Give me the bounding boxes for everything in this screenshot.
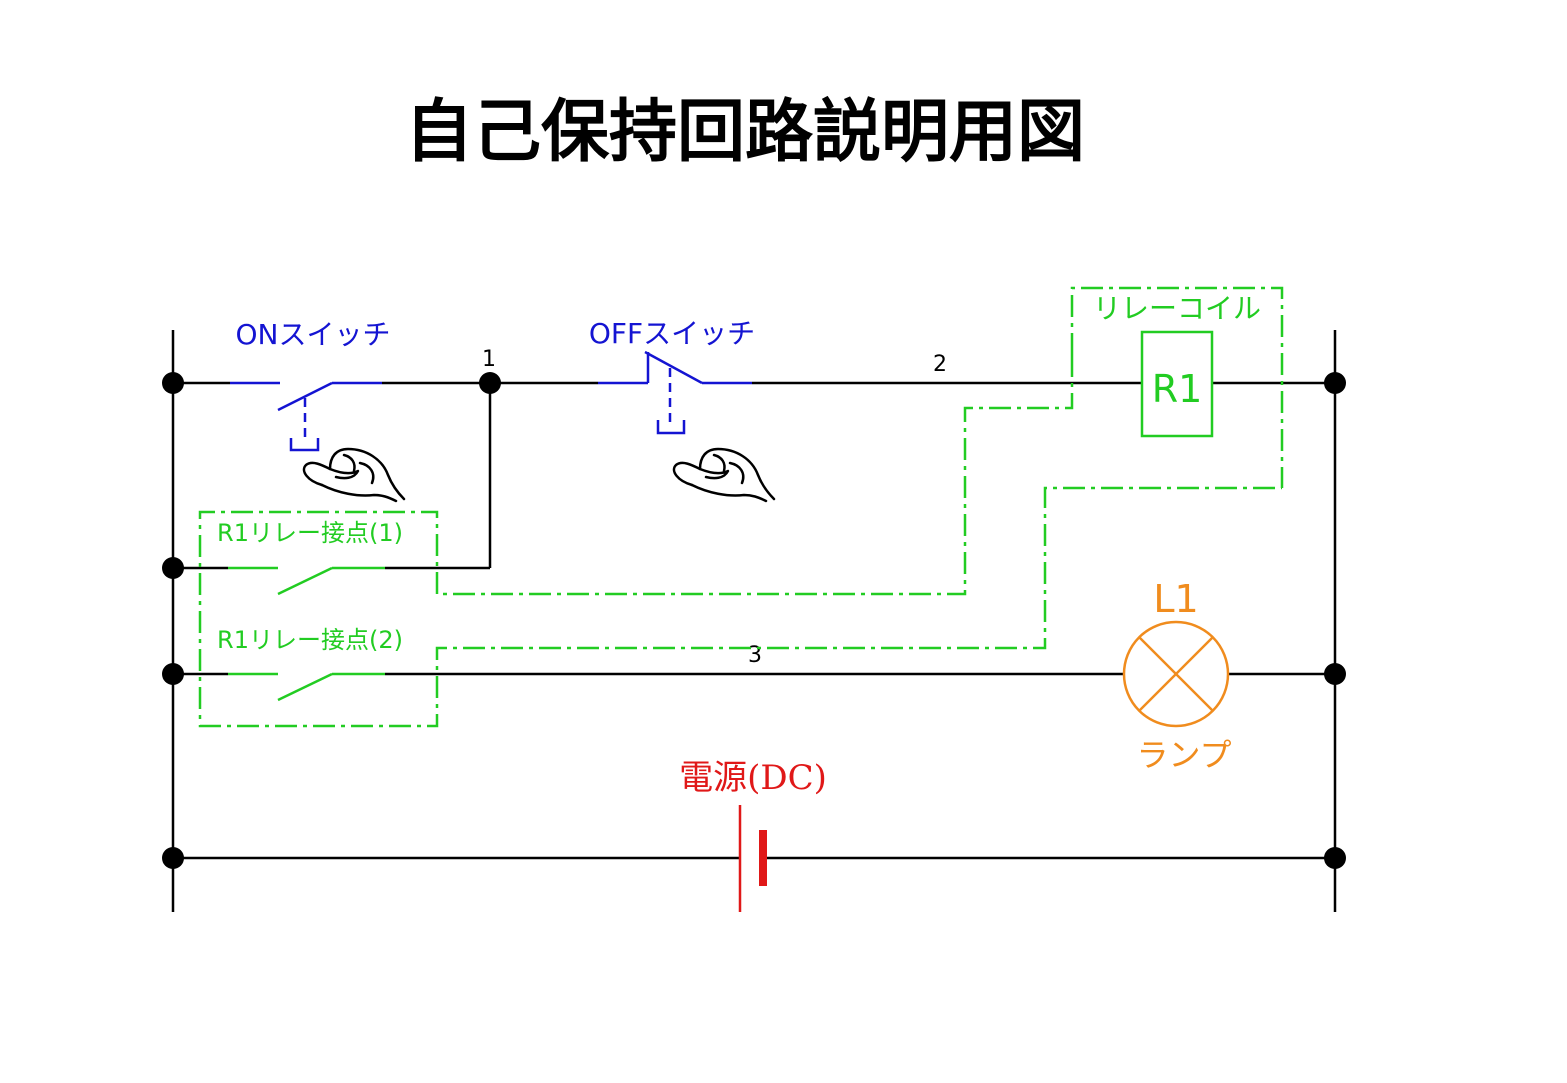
relay-coil bbox=[1140, 330, 1214, 438]
lamp-id: L1 bbox=[1153, 577, 1198, 621]
on-switch-label: ONスイッチ bbox=[236, 318, 391, 351]
on-switch[interactable] bbox=[230, 381, 382, 452]
relay-contact-2-label: R1リレー接点(2) bbox=[217, 626, 403, 654]
on-push-hand-icon bbox=[302, 447, 406, 503]
off-push-hand-icon bbox=[672, 447, 776, 503]
lamp-symbol bbox=[1122, 620, 1230, 728]
node-label-2: 2 bbox=[933, 352, 947, 377]
page-title: 自己保持回路説明用図 bbox=[405, 93, 1085, 172]
relay-linkage-lines bbox=[198, 286, 1284, 728]
battery-symbol bbox=[738, 805, 767, 912]
relay-contact-2 bbox=[228, 672, 385, 702]
junction-dots bbox=[162, 372, 1346, 869]
lamp-label: ランプ bbox=[1136, 736, 1231, 774]
power-source-label: 電源(DC) bbox=[679, 758, 827, 798]
off-switch-label: OFFスイッチ bbox=[589, 317, 755, 350]
wiring bbox=[171, 330, 1337, 912]
relay-coil-id: R1 bbox=[1152, 367, 1203, 411]
relay-contact-1 bbox=[228, 566, 385, 596]
relay-coil-label: リレーコイル bbox=[1093, 292, 1261, 325]
off-switch[interactable] bbox=[598, 350, 752, 435]
node-label-1: 1 bbox=[482, 347, 496, 372]
relay-contact-1-label: R1リレー接点(1) bbox=[217, 519, 403, 547]
